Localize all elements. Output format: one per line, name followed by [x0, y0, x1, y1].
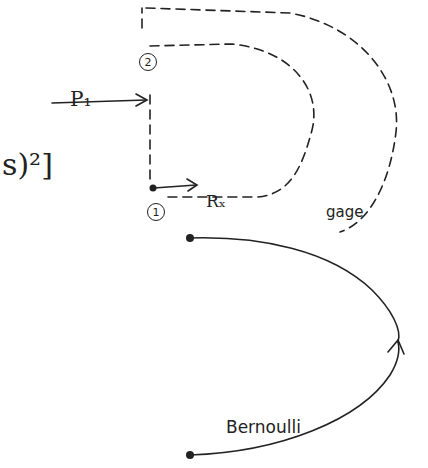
dashed-boundary	[149, 95, 151, 180]
dashed-boundary	[146, 8, 397, 232]
circled-number: 2	[139, 53, 157, 71]
gage-note: gage	[326, 204, 363, 221]
equation-fragment: s)²]	[2, 148, 53, 181]
arrowhead	[136, 94, 147, 106]
dashed-boundary	[150, 44, 314, 197]
point-dot	[150, 185, 157, 192]
force-label: Rₓ	[206, 192, 226, 211]
point-dot	[186, 234, 194, 242]
circled-number: 1	[147, 203, 165, 221]
arrowhead	[187, 179, 197, 191]
bernoulli-curve	[190, 238, 399, 342]
force-arrow	[52, 100, 146, 103]
bernoulli-note: Bernoulli	[226, 418, 301, 437]
force-arrow	[154, 185, 196, 188]
bernoulli-curve	[190, 342, 399, 455]
callout-number: 2	[145, 57, 152, 68]
point-dot	[186, 451, 194, 459]
dashed-boundary	[141, 8, 143, 28]
callout-number: 1	[153, 207, 160, 218]
pressure-label: P₁	[70, 88, 91, 110]
arrowhead	[388, 340, 404, 354]
